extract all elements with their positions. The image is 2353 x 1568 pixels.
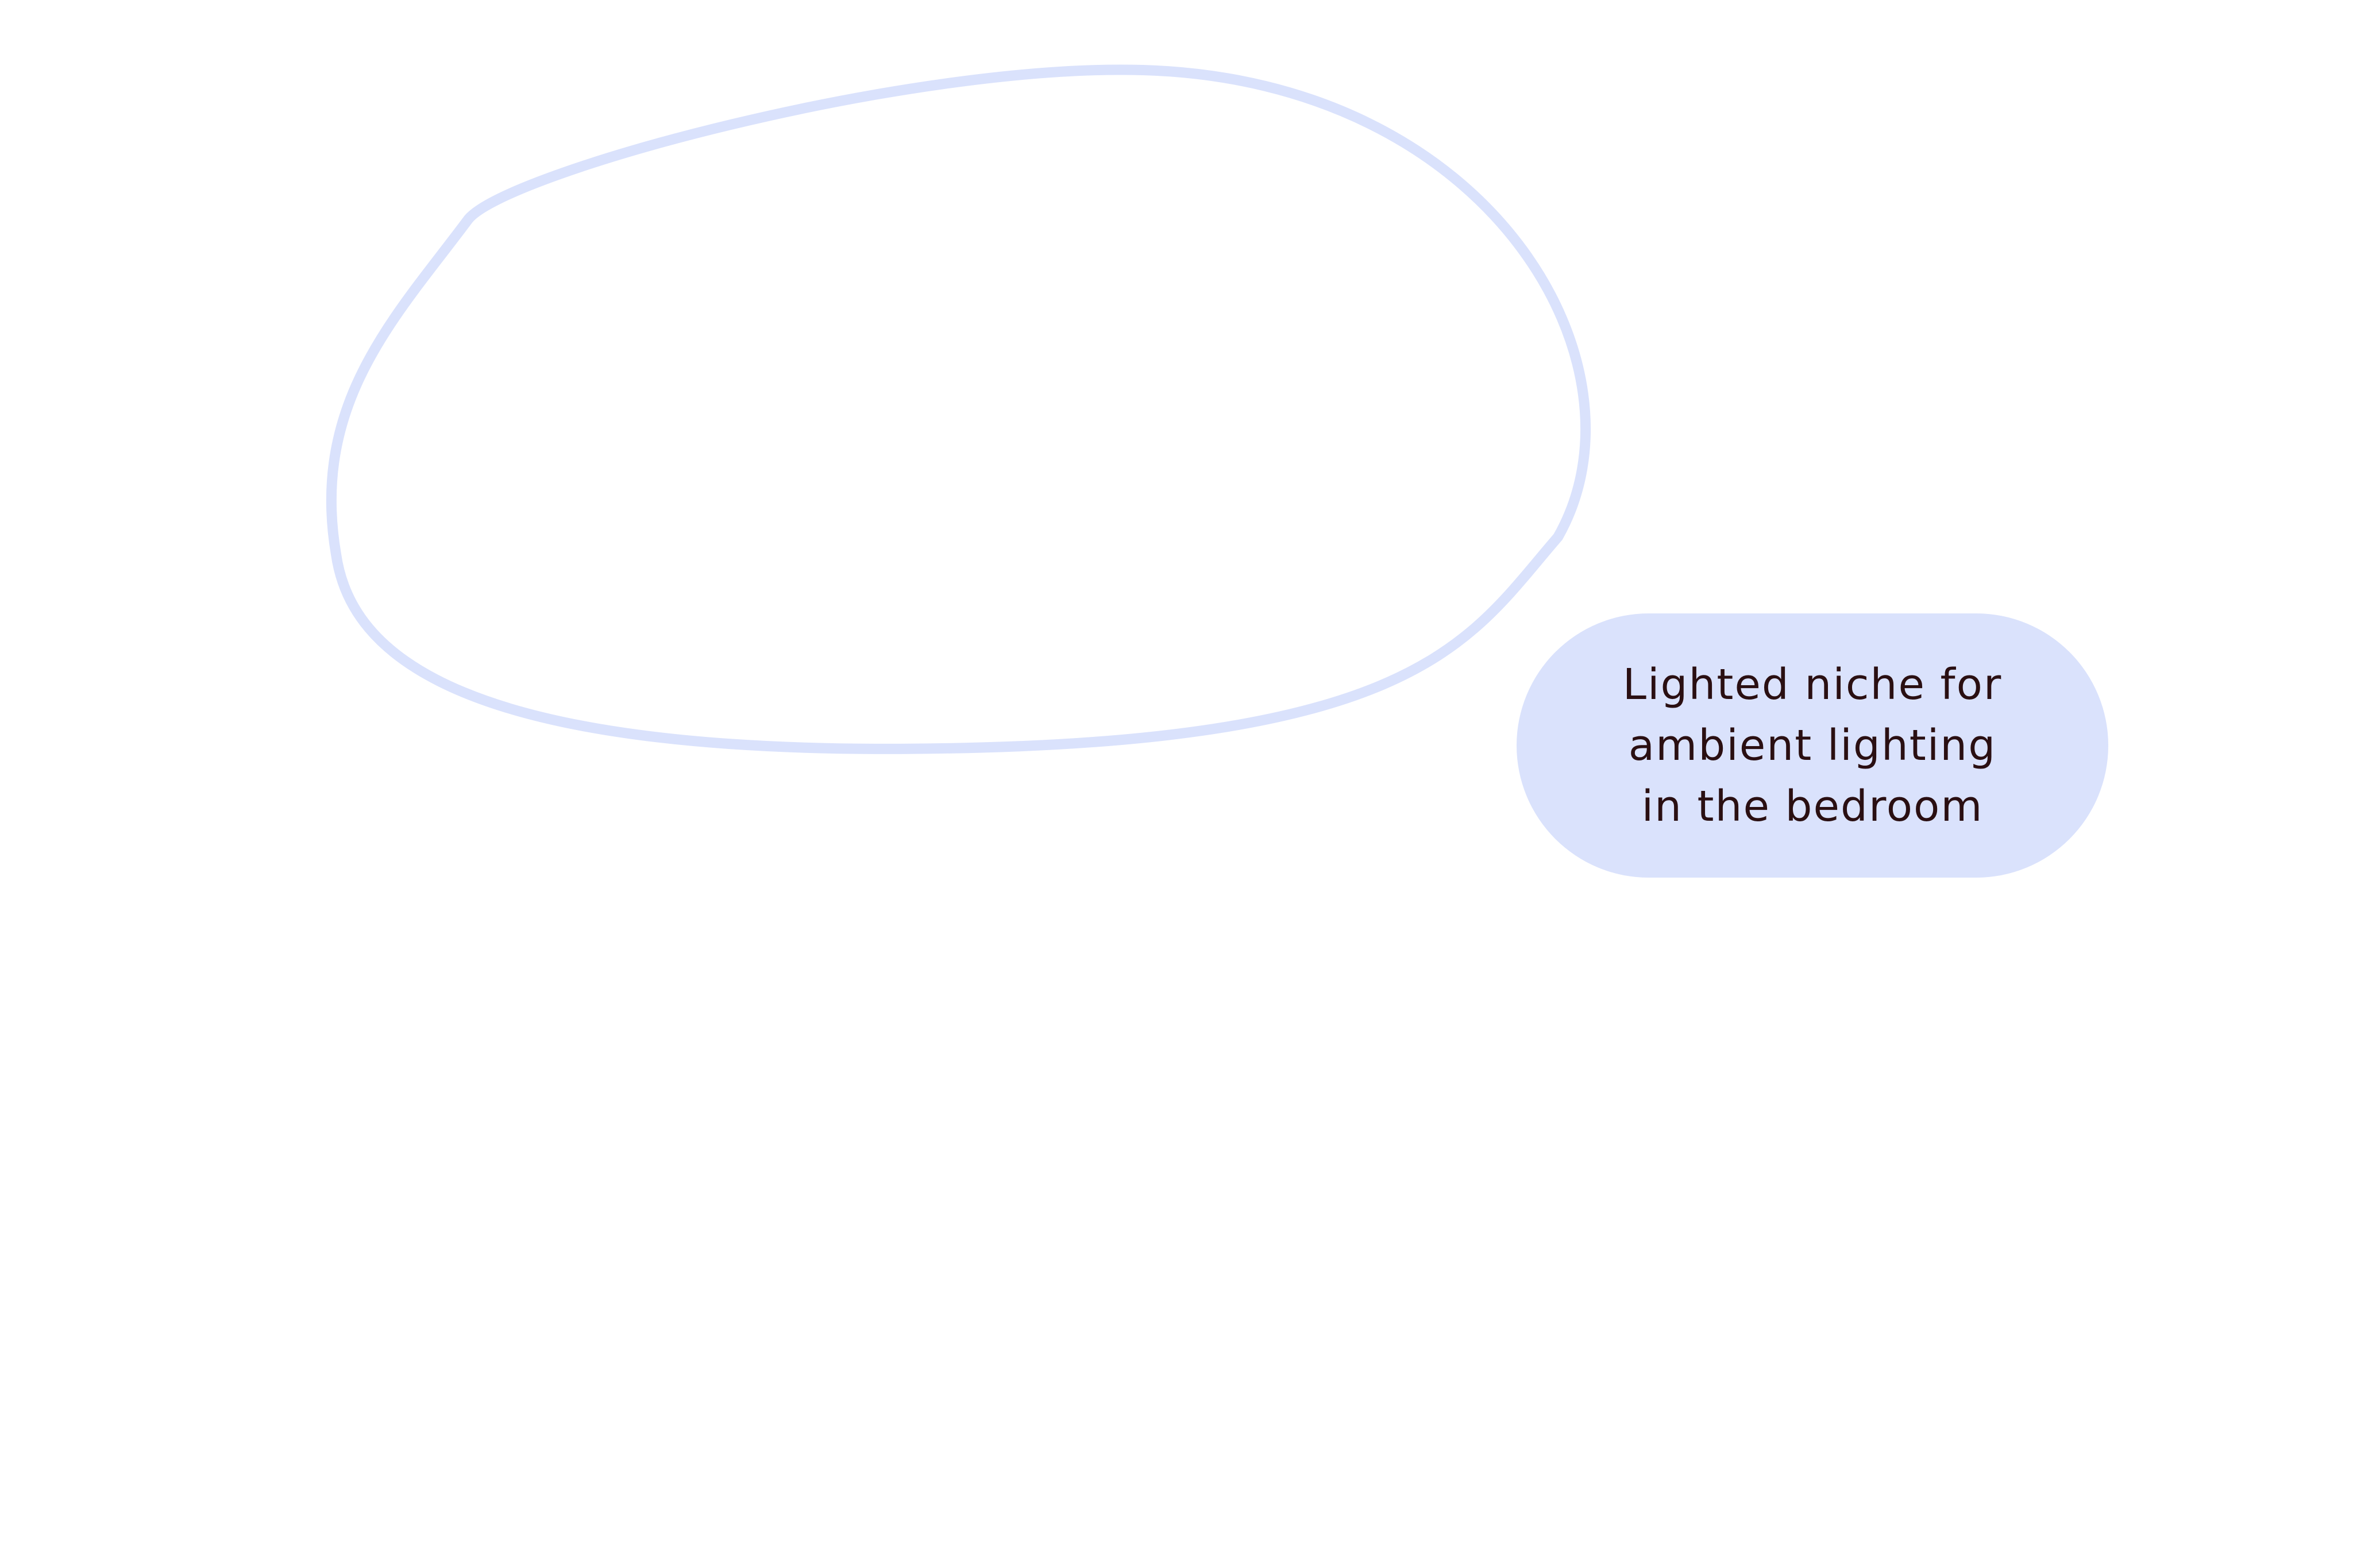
callout-bubble: Lighted niche for ambient lighting in th… <box>1517 613 2108 878</box>
highlight-outline-shape <box>326 64 1591 754</box>
callout-label: Lighted niche for ambient lighting in th… <box>1622 660 2003 831</box>
